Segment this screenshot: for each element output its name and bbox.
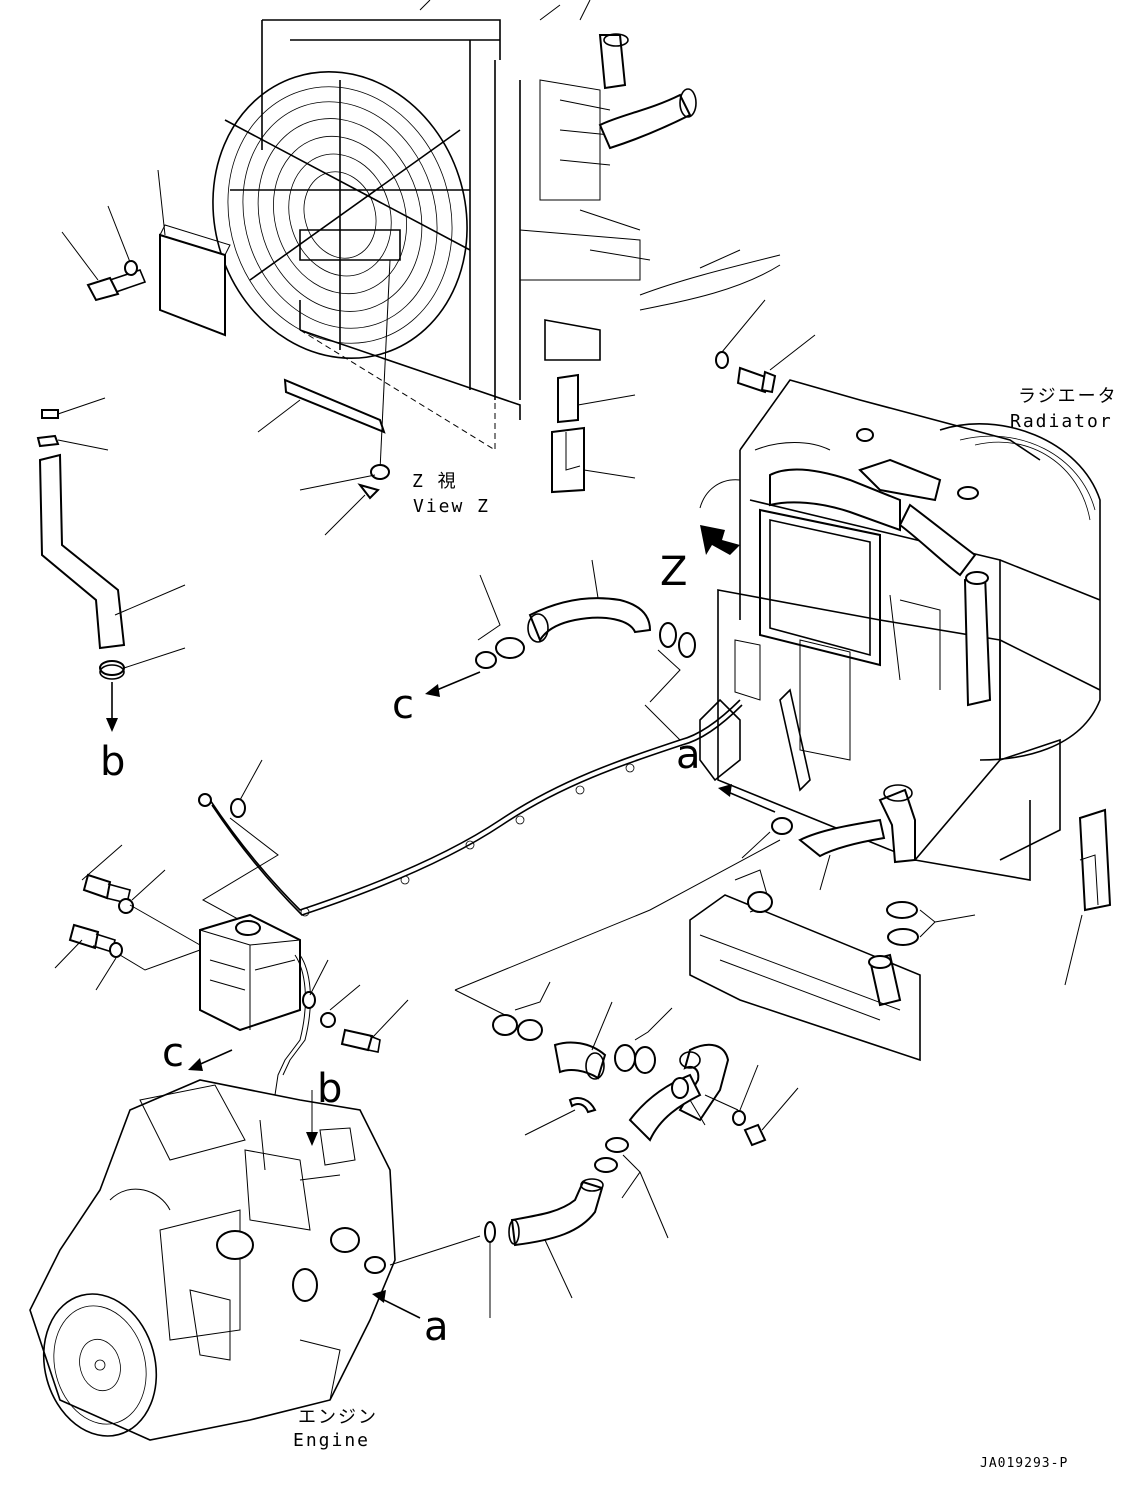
bolt-upper-left — [86, 260, 147, 302]
left-tube-assembly: b — [36, 397, 186, 785]
lower-hose-kit — [389, 839, 799, 1318]
drawing-code: JA019293-P — [980, 1456, 1068, 1471]
upper-hose — [528, 597, 652, 643]
radiator-assembly: a ラジエータ Radiator — [676, 379, 1118, 986]
callout-c-upper: c — [392, 682, 414, 728]
view-z-label: View Z — [413, 496, 490, 517]
callout-c-lower: c — [162, 1030, 184, 1076]
radiator-label: Radiator — [1010, 411, 1113, 432]
lower-radiator-hose — [798, 818, 886, 858]
cover-plate — [159, 233, 226, 337]
engine-assembly: b a エンジン Engine — [29, 1066, 449, 1451]
upper-hose-assembly: Z c — [392, 525, 740, 728]
elbow-hose-lower — [510, 1180, 604, 1247]
view-arrow-z — [700, 525, 740, 555]
callout-z: Z — [660, 549, 687, 595]
bent-tube — [38, 453, 126, 650]
engine-kana: エンジン — [298, 1407, 378, 1428]
engine-label: Engine — [293, 1430, 370, 1451]
view-z-assembly: Z 視 View Z — [61, 0, 816, 536]
fan-guard — [212, 70, 471, 360]
callout-b-left: b — [100, 739, 125, 785]
frame-bar — [689, 869, 921, 1062]
reserve-tank-assembly: c — [54, 844, 409, 1096]
callout-b-engine: b — [317, 1066, 342, 1112]
elbow-hose-upper — [678, 1043, 730, 1122]
radiator-kana: ラジエータ — [1018, 386, 1118, 407]
spacer-block-2 — [551, 426, 585, 494]
wire-harness — [198, 699, 743, 931]
view-z-kanji: Z 視 — [412, 471, 458, 492]
spacer-block-1 — [557, 373, 579, 424]
callout-a-engine: a — [424, 1304, 449, 1350]
